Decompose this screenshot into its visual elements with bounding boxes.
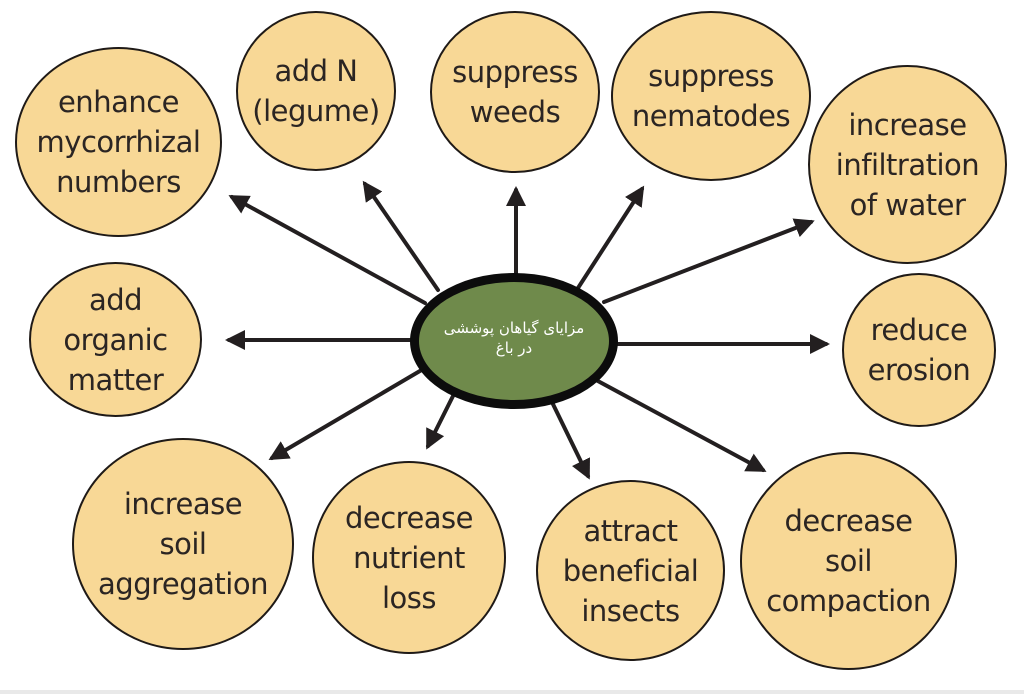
benefit-label: increase infiltration of water: [835, 107, 980, 222]
central-topic-label: مزایای گیاهان پوششی در باغ: [443, 319, 585, 357]
arrow-to-mycorrhizal: [228, 195, 427, 305]
benefit-label: reduce erosion: [867, 313, 971, 387]
benefit-increase-soil-aggregation: increase soil aggregation: [72, 438, 294, 650]
arrow-to-infiltration: [602, 218, 815, 304]
central-topic: مزایای گیاهان پوششی در باغ: [410, 273, 618, 409]
arrow-to-insects: [548, 396, 590, 480]
arrow-to-legume: [362, 180, 440, 292]
benefit-decrease-soil-compaction: decrease soil compaction: [740, 452, 957, 670]
benefit-label: suppress nematodes: [631, 59, 791, 133]
benefit-label: add organic matter: [63, 282, 168, 397]
arrow-to-aggregation: [268, 366, 427, 461]
arrow-to-nematodes: [576, 185, 645, 290]
arrow-to-compaction: [594, 378, 767, 472]
benefit-label: add N (legume): [252, 54, 380, 128]
benefit-enhance-mycorrhizal-numbers: enhance mycorrhizal numbers: [15, 47, 222, 237]
bottom-divider: [0, 690, 1024, 694]
benefit-add-nitrogen-legume: add N (legume): [236, 11, 396, 171]
benefit-add-organic-matter: add organic matter: [29, 262, 202, 417]
benefit-label: increase soil aggregation: [98, 487, 268, 601]
benefit-increase-infiltration-of-water: increase infiltration of water: [808, 65, 1007, 264]
benefit-reduce-erosion: reduce erosion: [842, 273, 996, 427]
benefit-label: decrease nutrient loss: [344, 500, 474, 615]
benefit-label: suppress weeds: [452, 55, 578, 129]
benefit-suppress-nematodes: suppress nematodes: [611, 11, 811, 181]
benefit-label: enhance mycorrhizal numbers: [36, 85, 201, 199]
benefit-label: attract beneficial insects: [562, 513, 699, 628]
benefit-decrease-nutrient-loss: decrease nutrient loss: [312, 461, 506, 654]
benefit-suppress-weeds: suppress weeds: [430, 11, 600, 173]
arrow-to-nutrient: [426, 390, 457, 450]
benefit-label: decrease soil compaction: [766, 504, 931, 618]
benefit-attract-beneficial-insects: attract beneficial insects: [536, 480, 725, 661]
